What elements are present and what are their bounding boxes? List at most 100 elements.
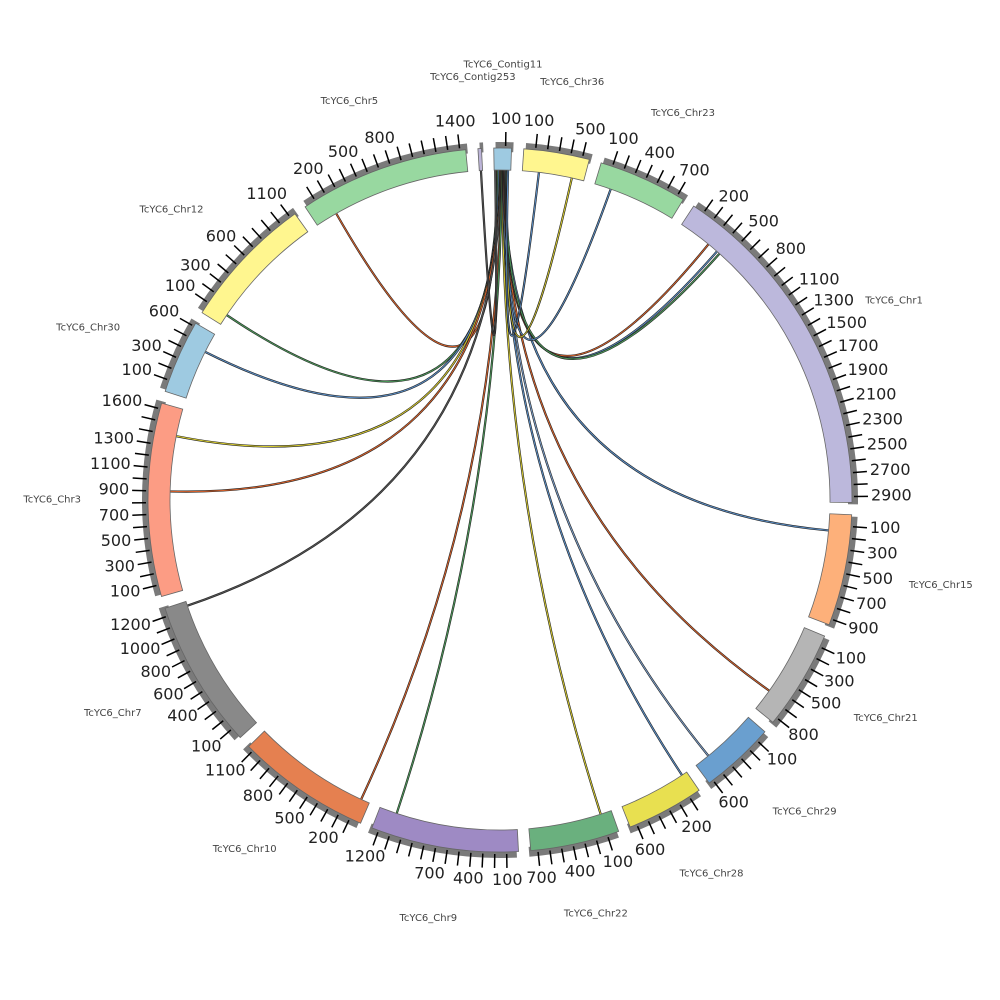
tick-mark <box>173 328 187 337</box>
tick-mark <box>535 133 539 148</box>
tick-label: 100 <box>165 276 196 295</box>
chromosome-label: TcYC6_Chr1 <box>864 295 923 306</box>
tick-label: 700 <box>414 864 445 883</box>
link-outline <box>501 170 602 815</box>
tick-mark <box>677 181 686 195</box>
tick-mark <box>268 775 279 788</box>
tick-label: 300 <box>104 556 135 575</box>
link <box>506 170 540 337</box>
tick-label: 100 <box>491 109 522 128</box>
tick-mark <box>777 718 790 729</box>
link <box>480 170 497 336</box>
tick-mark <box>190 691 203 700</box>
tick-label: 800 <box>788 725 819 744</box>
tick-mark <box>469 852 472 867</box>
chromosome-block <box>164 322 216 399</box>
tick-label: 2700 <box>870 460 911 479</box>
tick-label: 300 <box>131 336 162 355</box>
tick-mark <box>338 168 347 182</box>
tick-mark <box>836 385 851 392</box>
tick-label: 800 <box>776 239 807 258</box>
tick-mark <box>372 832 379 846</box>
tick-mark <box>134 452 149 456</box>
tick-mark <box>546 135 551 150</box>
tick-mark <box>456 851 460 866</box>
tick-label: 500 <box>748 211 779 230</box>
tick-mark <box>852 525 868 529</box>
tick-mark <box>179 317 193 326</box>
tick-label: 1200 <box>110 615 151 634</box>
tick-mark <box>407 842 413 857</box>
tick-mark <box>647 821 656 835</box>
tick-mark <box>136 440 151 445</box>
tick-mark <box>298 796 308 810</box>
tick-mark <box>153 373 168 381</box>
link <box>503 170 709 757</box>
tick-mark <box>704 199 714 212</box>
chromosome-label: TcYC6_Chr23 <box>650 108 715 119</box>
tick-mark <box>135 549 150 554</box>
tick-mark <box>259 767 270 780</box>
tick-mark <box>138 428 153 433</box>
tick-mark <box>623 155 630 169</box>
tick-mark <box>845 421 860 427</box>
tick-mark <box>141 415 156 421</box>
tick-mark <box>168 339 182 348</box>
chromosome-block <box>755 627 826 723</box>
tick-label: 1100 <box>90 454 131 473</box>
tick-label: 100 <box>767 750 798 769</box>
tick-label: 700 <box>856 594 887 613</box>
tick-mark <box>722 774 733 786</box>
tick-label: 200 <box>308 828 339 847</box>
tick-mark <box>749 239 761 251</box>
tick-label: 400 <box>167 706 198 725</box>
tick-mark <box>801 307 815 316</box>
tick-label: 100 <box>603 852 634 871</box>
tick-mark <box>741 230 752 242</box>
tick-mark <box>679 804 688 818</box>
tick-mark <box>560 848 565 863</box>
tick-mark <box>549 850 553 865</box>
link-outline <box>505 170 721 361</box>
tick-mark <box>309 802 318 816</box>
tick-label: 600 <box>206 226 237 245</box>
tick-mark <box>251 227 262 240</box>
tick-label: 1100 <box>799 269 840 288</box>
tick-mark <box>444 135 449 150</box>
tick-mark <box>723 214 734 227</box>
links-layer <box>170 169 829 815</box>
tick-mark <box>288 789 298 803</box>
tick-mark <box>713 781 724 794</box>
tick-mark <box>851 458 866 462</box>
tick-mark <box>219 729 232 740</box>
tick-mark <box>813 328 827 337</box>
tick-mark <box>260 219 271 232</box>
chromosome-block <box>621 771 700 828</box>
tick-mark <box>372 154 380 168</box>
tick-label: 700 <box>679 161 710 180</box>
tick-mark <box>832 374 847 381</box>
tick-mark <box>161 638 175 646</box>
tick-mark <box>395 839 402 854</box>
chromosome-block <box>681 205 853 503</box>
link-outline <box>502 170 710 757</box>
chromosome-block <box>594 162 684 219</box>
tick-mark <box>636 825 644 840</box>
tick-mark <box>669 810 678 824</box>
tick-mark <box>732 222 743 234</box>
tick-mark <box>177 670 191 679</box>
tick-mark <box>758 248 770 259</box>
tick-mark <box>795 296 808 306</box>
tick-label: 200 <box>293 159 324 178</box>
tick-mark <box>732 766 743 778</box>
tick-mark <box>139 573 154 578</box>
tick-mark <box>316 180 325 194</box>
